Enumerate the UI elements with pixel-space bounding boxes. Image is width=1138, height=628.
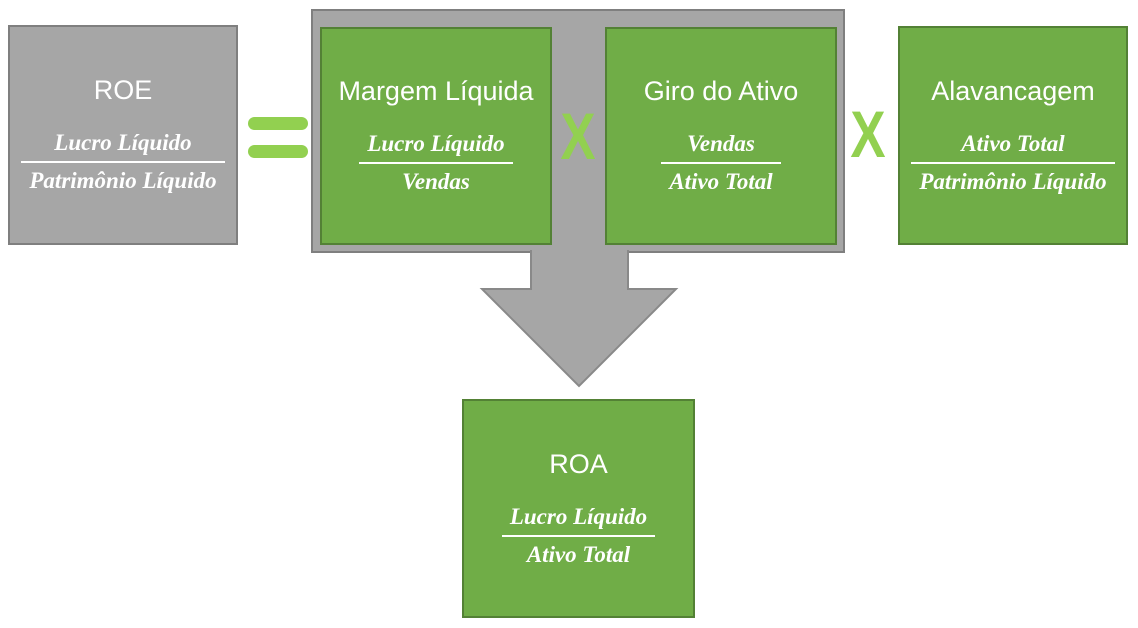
roa-box: ROA Lucro Líquido Ativo Total <box>462 399 695 618</box>
roa-title: ROA <box>549 448 608 479</box>
multiply-operator-2: X <box>850 97 886 171</box>
equals-icon <box>248 117 308 158</box>
equals-bar-top <box>248 117 308 130</box>
alavancagem-box: Alavancagem Ativo Total Patrimônio Líqui… <box>898 26 1128 245</box>
alavancagem-fraction: Ativo Total Patrimônio Líquido <box>911 130 1115 195</box>
roa-fraction: Lucro Líquido Ativo Total <box>501 503 656 568</box>
roe-fraction-numerator: Lucro Líquido <box>21 129 225 164</box>
margem-liquida-box: Margem Líquida Lucro Líquido Vendas <box>320 27 552 245</box>
margem-liquida-title: Margem Líquida <box>338 76 534 107</box>
roe-box: ROE Lucro Líquido Patrimônio Líquido <box>8 25 238 245</box>
alavancagem-fraction-numerator: Ativo Total <box>911 130 1115 164</box>
giro-do-ativo-fraction-numerator: Vendas <box>661 130 781 165</box>
equals-bar-bottom <box>248 145 308 158</box>
roe-fraction-denominator: Patrimônio Líquido <box>29 168 217 194</box>
margem-liquida-fraction: Lucro Líquido Vendas <box>359 130 513 195</box>
roe-fraction: Lucro Líquido Patrimônio Líquido <box>21 129 225 194</box>
giro-do-ativo-title: Giro do Ativo <box>643 76 799 107</box>
margem-liquida-fraction-numerator: Lucro Líquido <box>359 130 513 165</box>
roa-fraction-denominator: Ativo Total <box>526 541 631 567</box>
giro-do-ativo-fraction-denominator: Ativo Total <box>669 169 773 195</box>
roa-fraction-numerator: Lucro Líquido <box>501 503 656 537</box>
multiply-operator-1: X <box>560 99 596 173</box>
roe-title: ROE <box>93 75 153 106</box>
margem-liquida-fraction-denominator: Vendas <box>402 169 470 195</box>
alavancagem-fraction-denominator: Patrimônio Líquido <box>919 168 1107 194</box>
giro-do-ativo-fraction: Vendas Ativo Total <box>661 130 781 195</box>
giro-do-ativo-box: Giro do Ativo Vendas Ativo Total <box>605 27 837 245</box>
alavancagem-title: Alavancagem <box>931 75 1095 106</box>
